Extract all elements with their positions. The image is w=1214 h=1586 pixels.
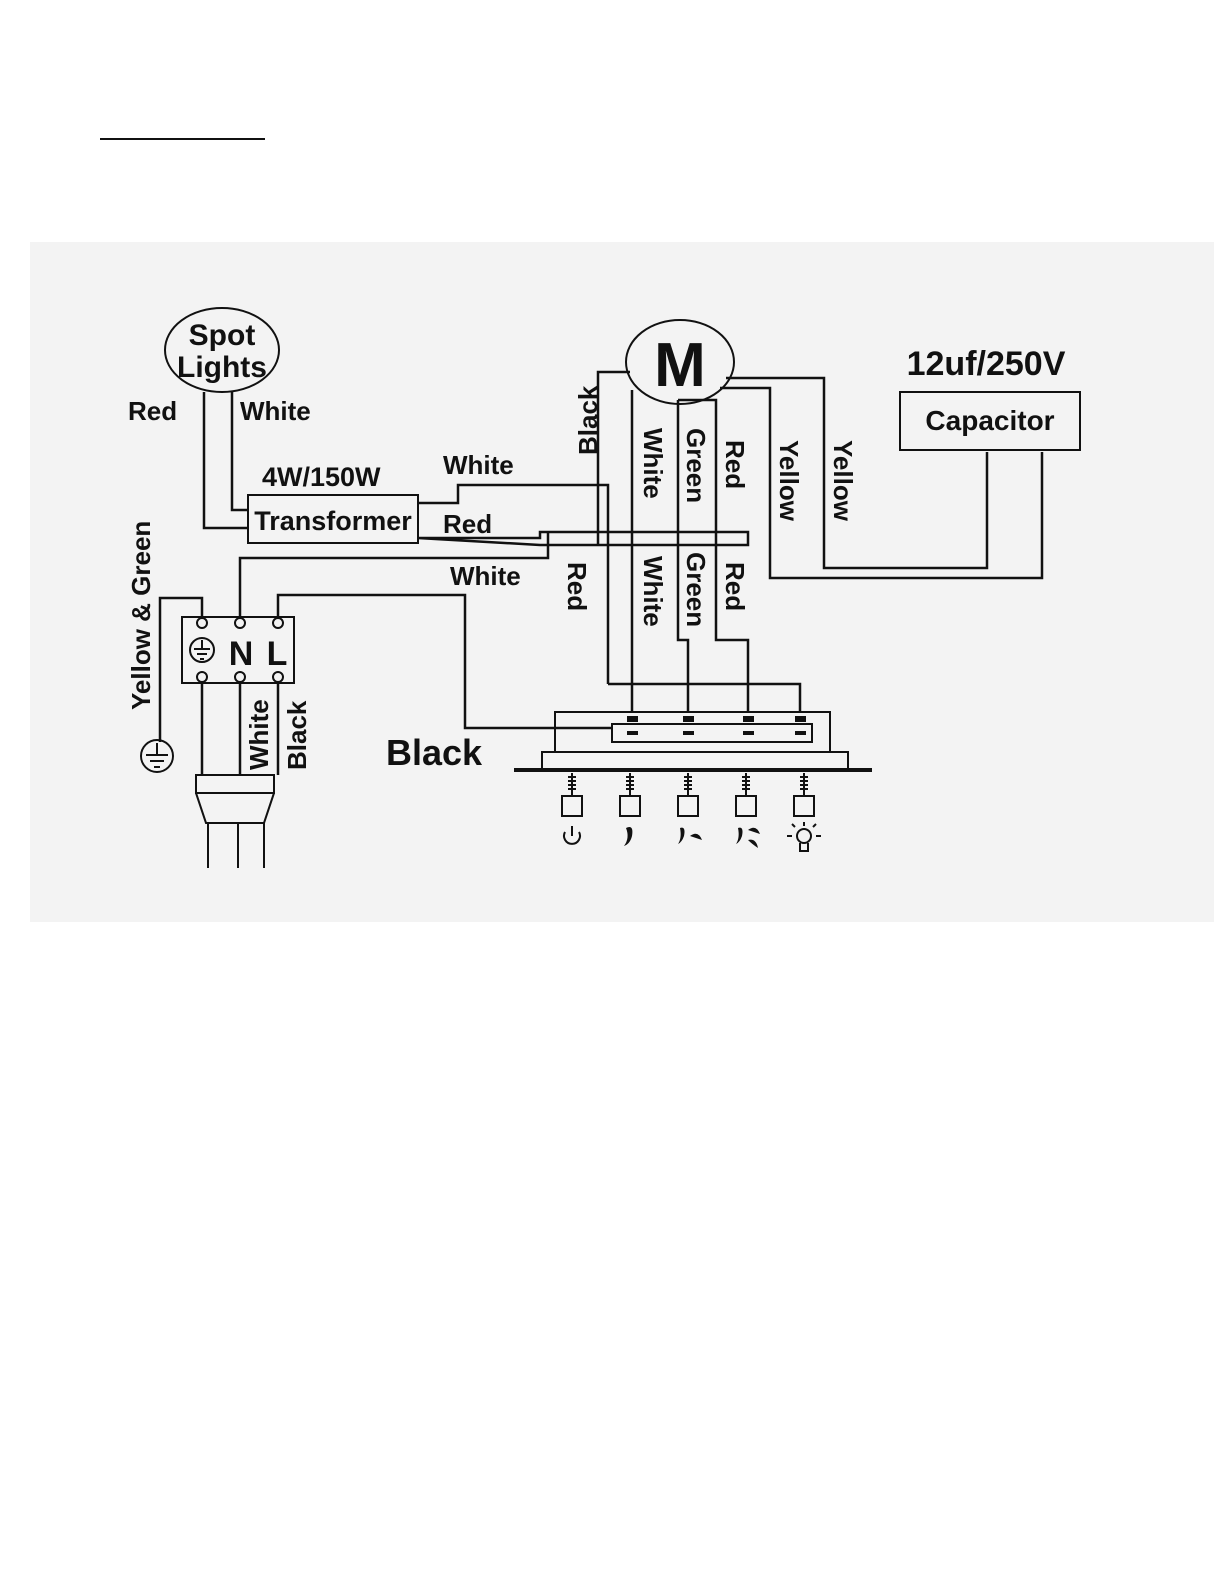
terminal-earth-icon bbox=[190, 638, 214, 662]
spot-lights: Spot Lights bbox=[165, 308, 279, 392]
spot-lights-label-line1: Spot bbox=[189, 319, 256, 352]
button-fan-speed-1 bbox=[620, 773, 640, 816]
wire-label-motor-black: Black bbox=[573, 385, 603, 455]
terminal-n-label: N bbox=[229, 635, 254, 673]
transformer-rating: 4W/150W bbox=[262, 462, 381, 492]
capacitor-label: Capacitor bbox=[925, 405, 1054, 436]
wire-label-switch-feed-black: Black bbox=[386, 732, 483, 773]
transformer: Transformer bbox=[248, 495, 418, 543]
wire-label-motor-yellow-1: Yellow bbox=[774, 440, 804, 522]
wire-label-switch-white: White bbox=[638, 556, 668, 627]
wire-label-switch-green: Green bbox=[681, 552, 711, 627]
wire-label-switch-red: Red bbox=[562, 562, 592, 611]
light-bulb-icon bbox=[787, 822, 821, 851]
terminal-block: N L bbox=[182, 617, 294, 683]
fan-speed-2-icon bbox=[678, 828, 702, 844]
button-power bbox=[562, 773, 582, 816]
transformer-label: Transformer bbox=[254, 506, 412, 536]
wire-switch-feed-black bbox=[278, 595, 612, 728]
wire-label-earth: Yellow & Green bbox=[126, 521, 156, 710]
wire-label-switch-red-2: Red bbox=[720, 562, 750, 611]
motor-label: M bbox=[654, 331, 706, 400]
button-fan-speed-2 bbox=[678, 773, 698, 816]
motor: M bbox=[626, 320, 734, 404]
wire-label-cord-white: White bbox=[244, 699, 274, 770]
spot-lights-label-line2: Lights bbox=[177, 351, 267, 384]
capacitor-rating: 12uf/250V bbox=[907, 345, 1066, 383]
button-fan-speed-3 bbox=[736, 773, 756, 816]
earth-ground-icon bbox=[141, 740, 173, 772]
wire-label-motor-yellow-2: Yellow bbox=[828, 440, 858, 522]
fan-speed-1-icon bbox=[624, 827, 632, 846]
button-light bbox=[794, 773, 814, 816]
power-plug bbox=[196, 775, 274, 868]
wire-label-motor-white: White bbox=[638, 428, 668, 499]
wire-label-motor-green: Green bbox=[681, 428, 711, 503]
capacitor: Capacitor bbox=[900, 392, 1080, 450]
terminal-l-label: L bbox=[267, 635, 288, 673]
wire-label-motor-red: Red bbox=[720, 440, 750, 489]
wire-label-spot-red: Red bbox=[128, 396, 177, 426]
wire-label-transformer-white: White bbox=[443, 450, 514, 480]
fan-speed-3-icon bbox=[736, 828, 760, 848]
wire-label-spot-white: White bbox=[240, 396, 311, 426]
switch-top-bus bbox=[608, 684, 800, 712]
power-icon bbox=[564, 826, 580, 844]
wire-label-cord-black: Black bbox=[282, 700, 312, 770]
wire-label-neutral-white: White bbox=[450, 561, 521, 591]
wire-label-transformer-red: Red bbox=[443, 509, 492, 539]
switch-drops bbox=[632, 684, 748, 712]
